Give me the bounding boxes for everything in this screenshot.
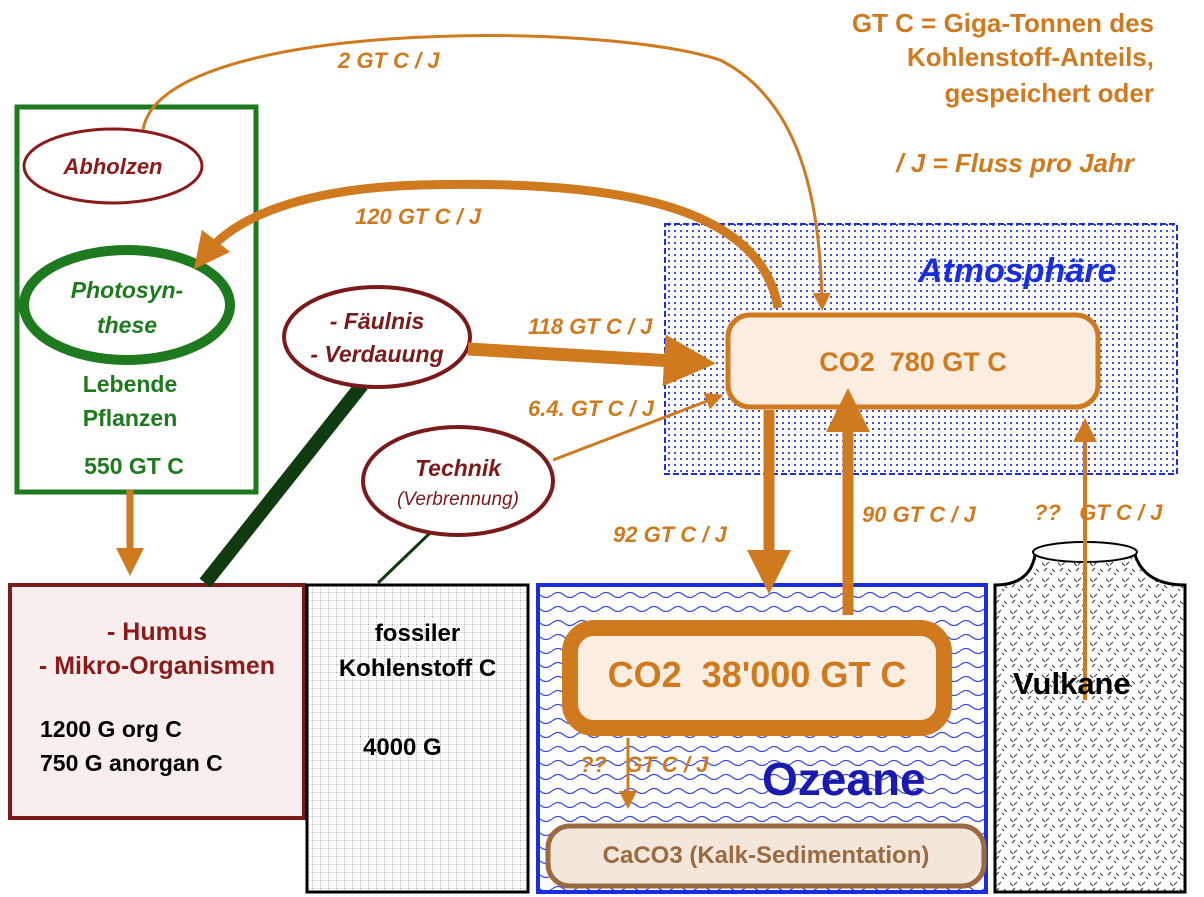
humus-label-1: - Humus	[107, 618, 207, 646]
humus-amount-2: 750 G anorgan C	[40, 750, 223, 776]
plants-label-2: Pflanzen	[82, 405, 178, 431]
arrow-technology	[552, 392, 724, 462]
atmosphere-title: Atmosphäre	[918, 252, 1117, 290]
legend-line-2: Kohlenstoff-Anteils,	[907, 42, 1154, 72]
flux-photosynthesis-label: 120 GT C / J	[355, 204, 481, 229]
technik-label-1: Technik	[414, 455, 502, 481]
ocean-title: Ozeane	[762, 753, 926, 805]
legend-line-1: GT C = Giga-Tonnen des	[851, 8, 1154, 38]
volcano-shape	[993, 541, 1187, 894]
humus-box	[8, 583, 306, 820]
legend-line-4: / J = Fluss pro Jahr	[896, 148, 1134, 178]
photosynthese-ellipse	[19, 245, 235, 365]
decay-link-line	[199, 380, 368, 588]
ocean-co2-box	[562, 620, 952, 736]
flux-decay-label: 118 GT C / J	[528, 314, 653, 339]
faeulnis-ellipse	[282, 285, 472, 389]
humus-label-2: - Mikro-Organismen	[38, 652, 276, 680]
flux-ocean-uptake-label: 92 GT C / J	[613, 522, 727, 547]
technik-label-2: (Verbrennung)	[397, 489, 519, 510]
flux-ocean-release-label: 90 GT C / J	[862, 502, 976, 527]
fossil-label-2: Kohlenstoff C	[338, 655, 497, 682]
technik-link-line	[376, 531, 432, 585]
abholzen-label: Abholzen	[63, 154, 163, 179]
faeulnis-label-1: - Fäulnis	[329, 308, 425, 334]
photosynthese-label-2: these	[96, 312, 158, 338]
legend-line-3: gespeichert oder	[944, 78, 1154, 108]
sediment-box	[545, 823, 987, 889]
arrow-photosynthesis	[193, 179, 783, 309]
plants-label-1: Lebende	[82, 371, 178, 397]
arrow-deforestation	[141, 34, 831, 311]
fossil-box	[305, 583, 530, 894]
flux-technology-label: 6.4. GT C / J	[528, 396, 654, 421]
abholzen-ellipse	[22, 127, 204, 205]
faeulnis-label-2: - Verdauung	[310, 341, 444, 367]
flux-sedimentation-label: ?? GT C / J	[580, 752, 709, 777]
ocean-co2-text: CO2 38'000 GT C	[607, 654, 907, 695]
atmosphere-co2-box	[725, 312, 1101, 410]
fossil-label-1: fossiler	[374, 620, 461, 647]
arrow-decay	[467, 334, 716, 387]
plants-amount: 550 GT C	[84, 453, 184, 479]
flux-deforestation-label: 2 GT C / J	[338, 48, 440, 73]
volcano-label: Vulkane	[1013, 666, 1131, 701]
photosynthese-label-1: Photosyn-	[70, 277, 184, 303]
technik-ellipse	[361, 425, 555, 537]
flux-volcano-label: ?? GT C / J	[1034, 500, 1163, 525]
fossil-amount: 4000 G	[363, 734, 442, 761]
humus-amount-1: 1200 G org C	[40, 716, 182, 742]
sediment-label: CaCO3 (Kalk-Sedimentation)	[602, 842, 930, 869]
atmosphere-co2-text: CO2 780 GT C	[819, 347, 1007, 377]
